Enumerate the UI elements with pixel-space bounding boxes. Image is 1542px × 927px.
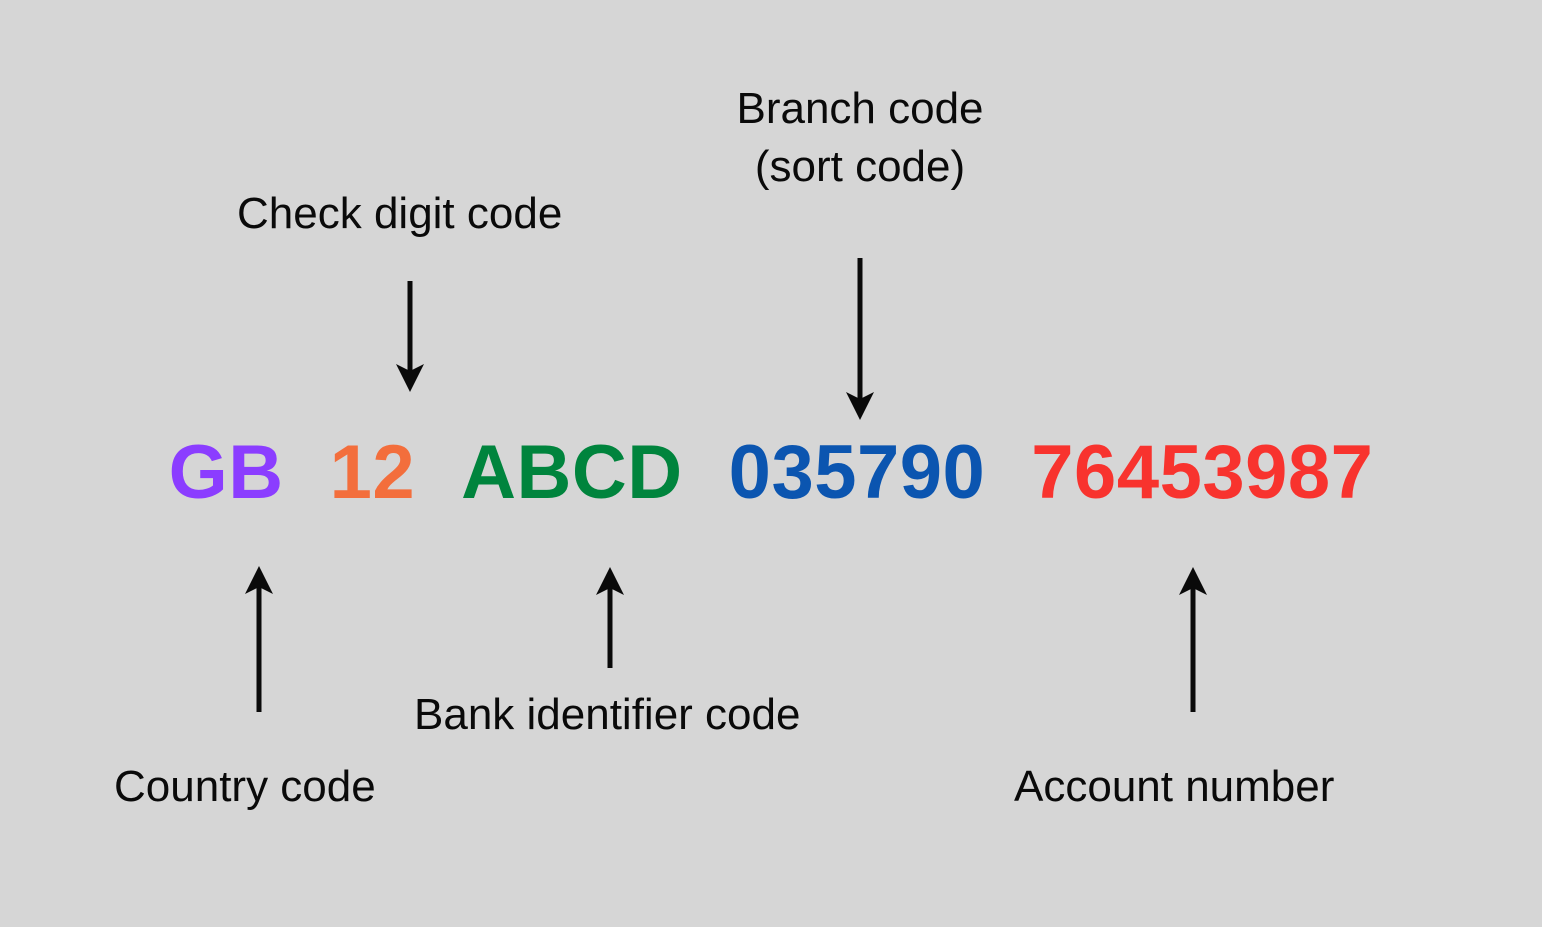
- label-check-digit-code: Check digit code: [237, 189, 563, 238]
- iban-segment-branch-code: 035790: [728, 430, 986, 515]
- iban-segment-check-digits: 12: [329, 430, 416, 515]
- label-country-code: Country code: [114, 762, 376, 811]
- label-branch-code: Branch code (sort code): [736, 84, 984, 192]
- arrow-up-account-number: [1179, 567, 1207, 712]
- label-account-number: Account number: [1014, 762, 1335, 811]
- arrow-down-check-digit: [396, 281, 424, 392]
- iban-segment-account-number: 76453987: [1031, 430, 1374, 515]
- iban-segment-bank-code: ABCD: [461, 430, 683, 515]
- label-bank-identifier-code: Bank identifier code: [414, 690, 801, 739]
- arrow-up-bank-identifier: [596, 567, 624, 668]
- arrow-down-branch-code: [846, 258, 874, 420]
- iban-string: GB 12 ABCD 035790 76453987: [0, 418, 1542, 528]
- iban-segment-country-code: GB: [168, 430, 284, 515]
- arrow-up-country-code: [245, 566, 273, 712]
